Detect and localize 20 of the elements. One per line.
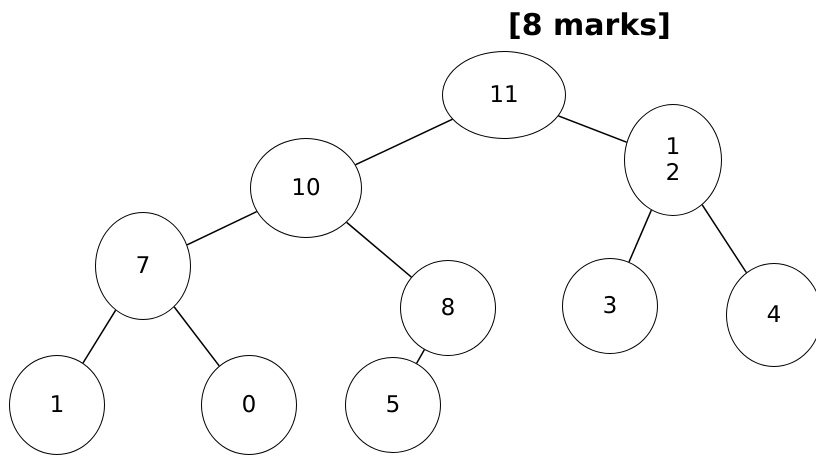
- node-value: 5: [386, 392, 400, 418]
- tree-edge: [355, 118, 453, 166]
- tree-edge: [82, 310, 116, 364]
- tree-edge: [558, 115, 627, 143]
- node-value: 0: [242, 392, 256, 418]
- tree-edge: [174, 306, 220, 366]
- tree-edge: [346, 222, 412, 278]
- tree-edge: [702, 204, 747, 273]
- tree-edge: [628, 210, 652, 262]
- node-value: 7: [136, 252, 150, 280]
- tree-edge: [416, 349, 425, 364]
- node-value: 3: [602, 292, 618, 320]
- node-value: 8: [440, 294, 456, 322]
- node-value: 11: [489, 82, 519, 108]
- node-value: 10: [291, 174, 321, 202]
- node-value: 4: [766, 302, 782, 328]
- node-value: 1 2: [664, 134, 682, 186]
- node-value: 1: [50, 392, 64, 418]
- tree-edge: [186, 210, 257, 246]
- marks-note: [8 marks]: [508, 8, 671, 43]
